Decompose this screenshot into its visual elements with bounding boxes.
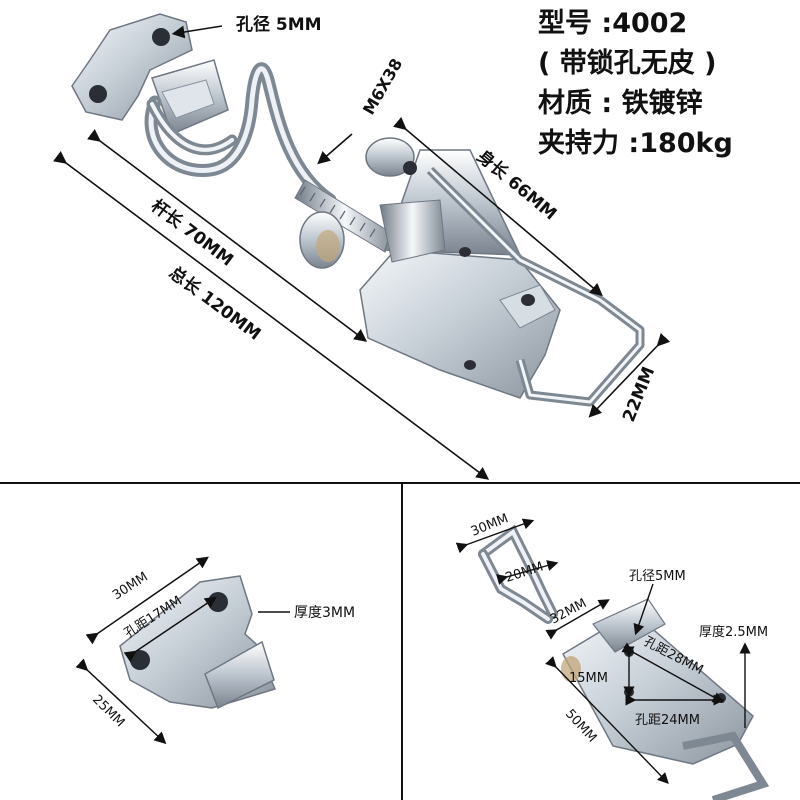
dimension-lines [53, 25, 671, 480]
plate-label-width: 30MM [110, 570, 151, 604]
plate-dimension-lines [75, 556, 290, 745]
horizontal-divider [0, 482, 800, 484]
latch-body [299, 137, 645, 407]
plate-hole [208, 592, 228, 612]
spec-clamp-force: 夹持力 :180kg [538, 128, 733, 159]
latch-drawing: 孔径 5MM M6X38 身长 66MM 杆长 70MM 总长 120MM 22… [53, 13, 671, 480]
latch-label-hole-diameter: 孔径5MM [629, 569, 686, 584]
latch-label-base-length: 50MM [562, 707, 599, 746]
latch-label-hole-horizontal: 孔距24MM [635, 713, 700, 728]
spec-model: 型号 :4002 [538, 8, 688, 39]
plate-label-thickness: 厚度3MM [294, 605, 355, 621]
latch-dimension-panel: 30MM 20MM 孔径5MM 32MM 厚度2.5MM 孔距28MM 15MM… [403, 484, 800, 800]
catch-plate-panel: 30MM 孔距17MM 厚度3MM 25MM [0, 484, 401, 800]
plate-hole [89, 85, 107, 103]
latch-label-thickness: 厚度2.5MM [699, 624, 768, 640]
label-thread: M6X38 [359, 55, 406, 118]
main-product-panel: 孔径 5MM M6X38 身长 66MM 杆长 70MM 总长 120MM 22… [53, 4, 733, 480]
latch-dimension-lines [455, 518, 751, 785]
spec-variant: ( 带锁孔无皮 ) [538, 48, 717, 79]
label-hole-diameter: 孔径 5MM [236, 14, 322, 35]
spec-material: 材质 : 铁镀锌 [538, 88, 703, 119]
latch-label-hole-vertical: 15MM [569, 671, 608, 686]
vertical-divider [401, 484, 403, 800]
spec-block: 型号 :4002 ( 带锁孔无皮 ) 材质 : 铁镀锌 夹持力 :180kg [538, 4, 733, 164]
catch-plate-drawing: 30MM 孔距17MM 厚度3MM 25MM [75, 556, 355, 745]
latch-dimension-drawing: 30MM 20MM 孔径5MM 32MM 厚度2.5MM 孔距28MM 15MM… [455, 511, 770, 800]
label-width: 22MM [619, 364, 659, 425]
plate-hole [152, 28, 170, 46]
catch-plate [119, 575, 277, 710]
catch-plate [71, 13, 229, 136]
plate-label-depth: 25MM [89, 692, 127, 730]
